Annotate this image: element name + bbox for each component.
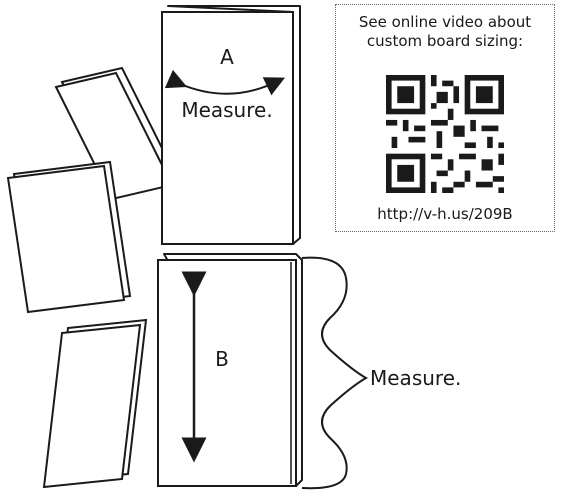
qr-title-line1: See online video about bbox=[358, 13, 532, 31]
measure-label-b: Measure. bbox=[370, 366, 461, 390]
width-arrow-a bbox=[164, 69, 286, 96]
qr-title-line2: custom board sizing: bbox=[366, 32, 524, 50]
qr-callout: See online video about custom board sizi… bbox=[335, 4, 555, 232]
qr-url-link[interactable]: http://v-h.us/209B bbox=[377, 205, 513, 223]
board-a bbox=[161, 5, 301, 245]
tilted-board-middle bbox=[6, 160, 132, 314]
label-b: B bbox=[215, 347, 229, 371]
measure-brace bbox=[301, 256, 369, 490]
tilted-board-bottom bbox=[42, 318, 148, 489]
qr-title: See online video about custom board sizi… bbox=[336, 13, 554, 51]
measure-label-a: Measure. bbox=[181, 98, 272, 122]
label-a: A bbox=[220, 45, 234, 69]
board-b bbox=[157, 253, 303, 487]
tilted-board-top bbox=[54, 66, 180, 201]
qr-code[interactable] bbox=[386, 75, 504, 193]
